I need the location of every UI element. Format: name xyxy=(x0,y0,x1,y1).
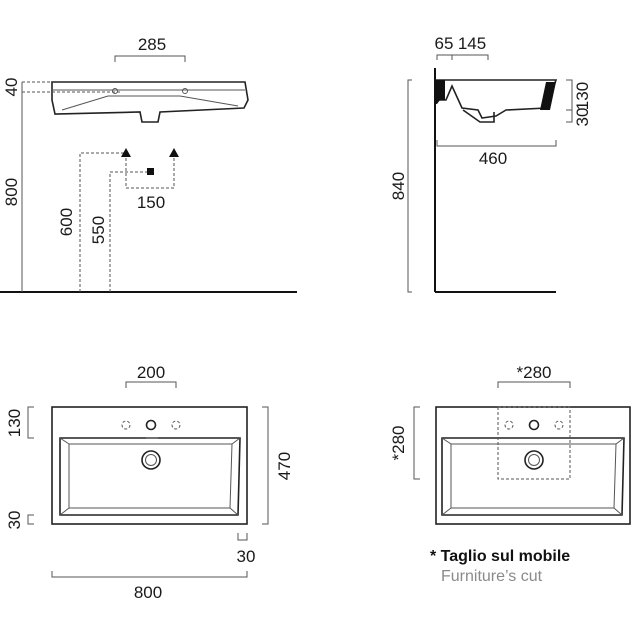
dim-30-line xyxy=(566,110,573,123)
dim-30-left: 30 xyxy=(5,511,24,530)
dim-840: 840 xyxy=(389,172,408,200)
tap-hole-right-cut xyxy=(554,420,564,430)
dim-cut-width: *280 xyxy=(517,363,552,382)
cut-corner-tr xyxy=(615,437,625,445)
dim-800-top: 800 xyxy=(134,583,162,602)
supply-valve-right-icon xyxy=(169,148,179,157)
drain-section xyxy=(462,109,495,123)
drain-outer-icon xyxy=(141,450,161,470)
dim-30-left-line xyxy=(27,514,34,525)
bowl-corner-tl xyxy=(59,437,70,445)
cut-view: *280 *280 * Taglio sul mobile Furniture’… xyxy=(389,363,631,585)
basin-section-outline xyxy=(435,79,558,119)
drain-inner-cut-icon xyxy=(528,454,540,466)
drain-outer-cut-icon xyxy=(524,450,544,470)
drain-inner-icon xyxy=(145,454,157,466)
dim-600: 600 xyxy=(57,208,76,236)
tap-hole-left-top xyxy=(121,420,131,430)
note-italian: * Taglio sul mobile xyxy=(430,548,570,565)
bowl-corner-tr xyxy=(231,437,241,445)
supply-line xyxy=(79,152,126,292)
top-view: 200 130 30 470 30 800 xyxy=(5,363,294,602)
dim-cut-depth: *280 xyxy=(389,426,408,461)
drain-line xyxy=(109,171,150,292)
cut-corner-bl xyxy=(441,507,452,516)
section-view: 65 145 840 460 130 30 xyxy=(389,34,592,293)
dim-840-line xyxy=(407,79,412,293)
dim-150-line xyxy=(125,158,175,189)
tap-hole-right xyxy=(182,88,188,94)
bowl-corner-bl xyxy=(59,507,70,516)
supply-valve-left-icon xyxy=(121,148,131,157)
tap-hole-center-top xyxy=(145,419,157,431)
dim-30-section: 30 xyxy=(573,108,592,127)
dim-130: 130 xyxy=(573,82,592,110)
dim-200: 200 xyxy=(137,363,165,382)
dim-470: 470 xyxy=(275,452,294,480)
note-english: Furniture’s cut xyxy=(441,568,543,585)
basin-front-outline xyxy=(51,81,249,123)
dim-cut-width-line xyxy=(497,381,571,388)
dim-460-line xyxy=(436,140,557,147)
dim-800-top-line xyxy=(51,571,248,578)
dim-145-line xyxy=(452,54,489,60)
dim-200-line xyxy=(125,381,177,388)
dim-150: 150 xyxy=(137,193,165,212)
dim-550: 550 xyxy=(89,216,108,244)
dim-460: 460 xyxy=(479,149,507,168)
tap-hole-right-top xyxy=(171,420,181,430)
dim-30-right: 30 xyxy=(237,547,256,566)
basin-bowl xyxy=(68,443,233,509)
tap-hole-left xyxy=(112,88,118,94)
tap-hole-center-cut xyxy=(528,419,540,431)
dim-130-line xyxy=(566,79,573,111)
dim-470-line xyxy=(262,406,269,525)
dim-130-top: 130 xyxy=(5,409,24,437)
dim-285: 285 xyxy=(138,35,166,54)
basin-inner-rim-cut xyxy=(441,437,625,516)
dim-130-top-line xyxy=(27,406,34,439)
dim-65: 65 xyxy=(435,34,454,53)
tap-hole-left-cut xyxy=(504,420,514,430)
furniture-cut-outline xyxy=(497,406,571,480)
basin-inner-rim xyxy=(59,437,241,516)
basin-bowl-cut xyxy=(450,443,617,509)
side-view: 285 40 800 600 550 150 xyxy=(0,35,297,293)
drain-outlet-icon xyxy=(147,168,154,175)
bowl-corner-br xyxy=(229,507,239,516)
basin-back-section xyxy=(435,80,445,104)
dim-145: 145 xyxy=(458,34,486,53)
cut-corner-br xyxy=(613,507,623,516)
cut-corner-tl xyxy=(441,437,452,445)
basin-bowl-line xyxy=(61,95,239,111)
dim-285-line xyxy=(114,55,186,62)
dim-65-line xyxy=(436,54,453,60)
dim-cut-depth-line xyxy=(413,406,420,480)
dim-40: 40 xyxy=(2,78,21,97)
dim-30-right-line xyxy=(237,533,248,541)
basin-top-outline xyxy=(51,406,248,525)
basin-front-section xyxy=(540,82,556,110)
dim-800: 800 xyxy=(2,178,21,206)
